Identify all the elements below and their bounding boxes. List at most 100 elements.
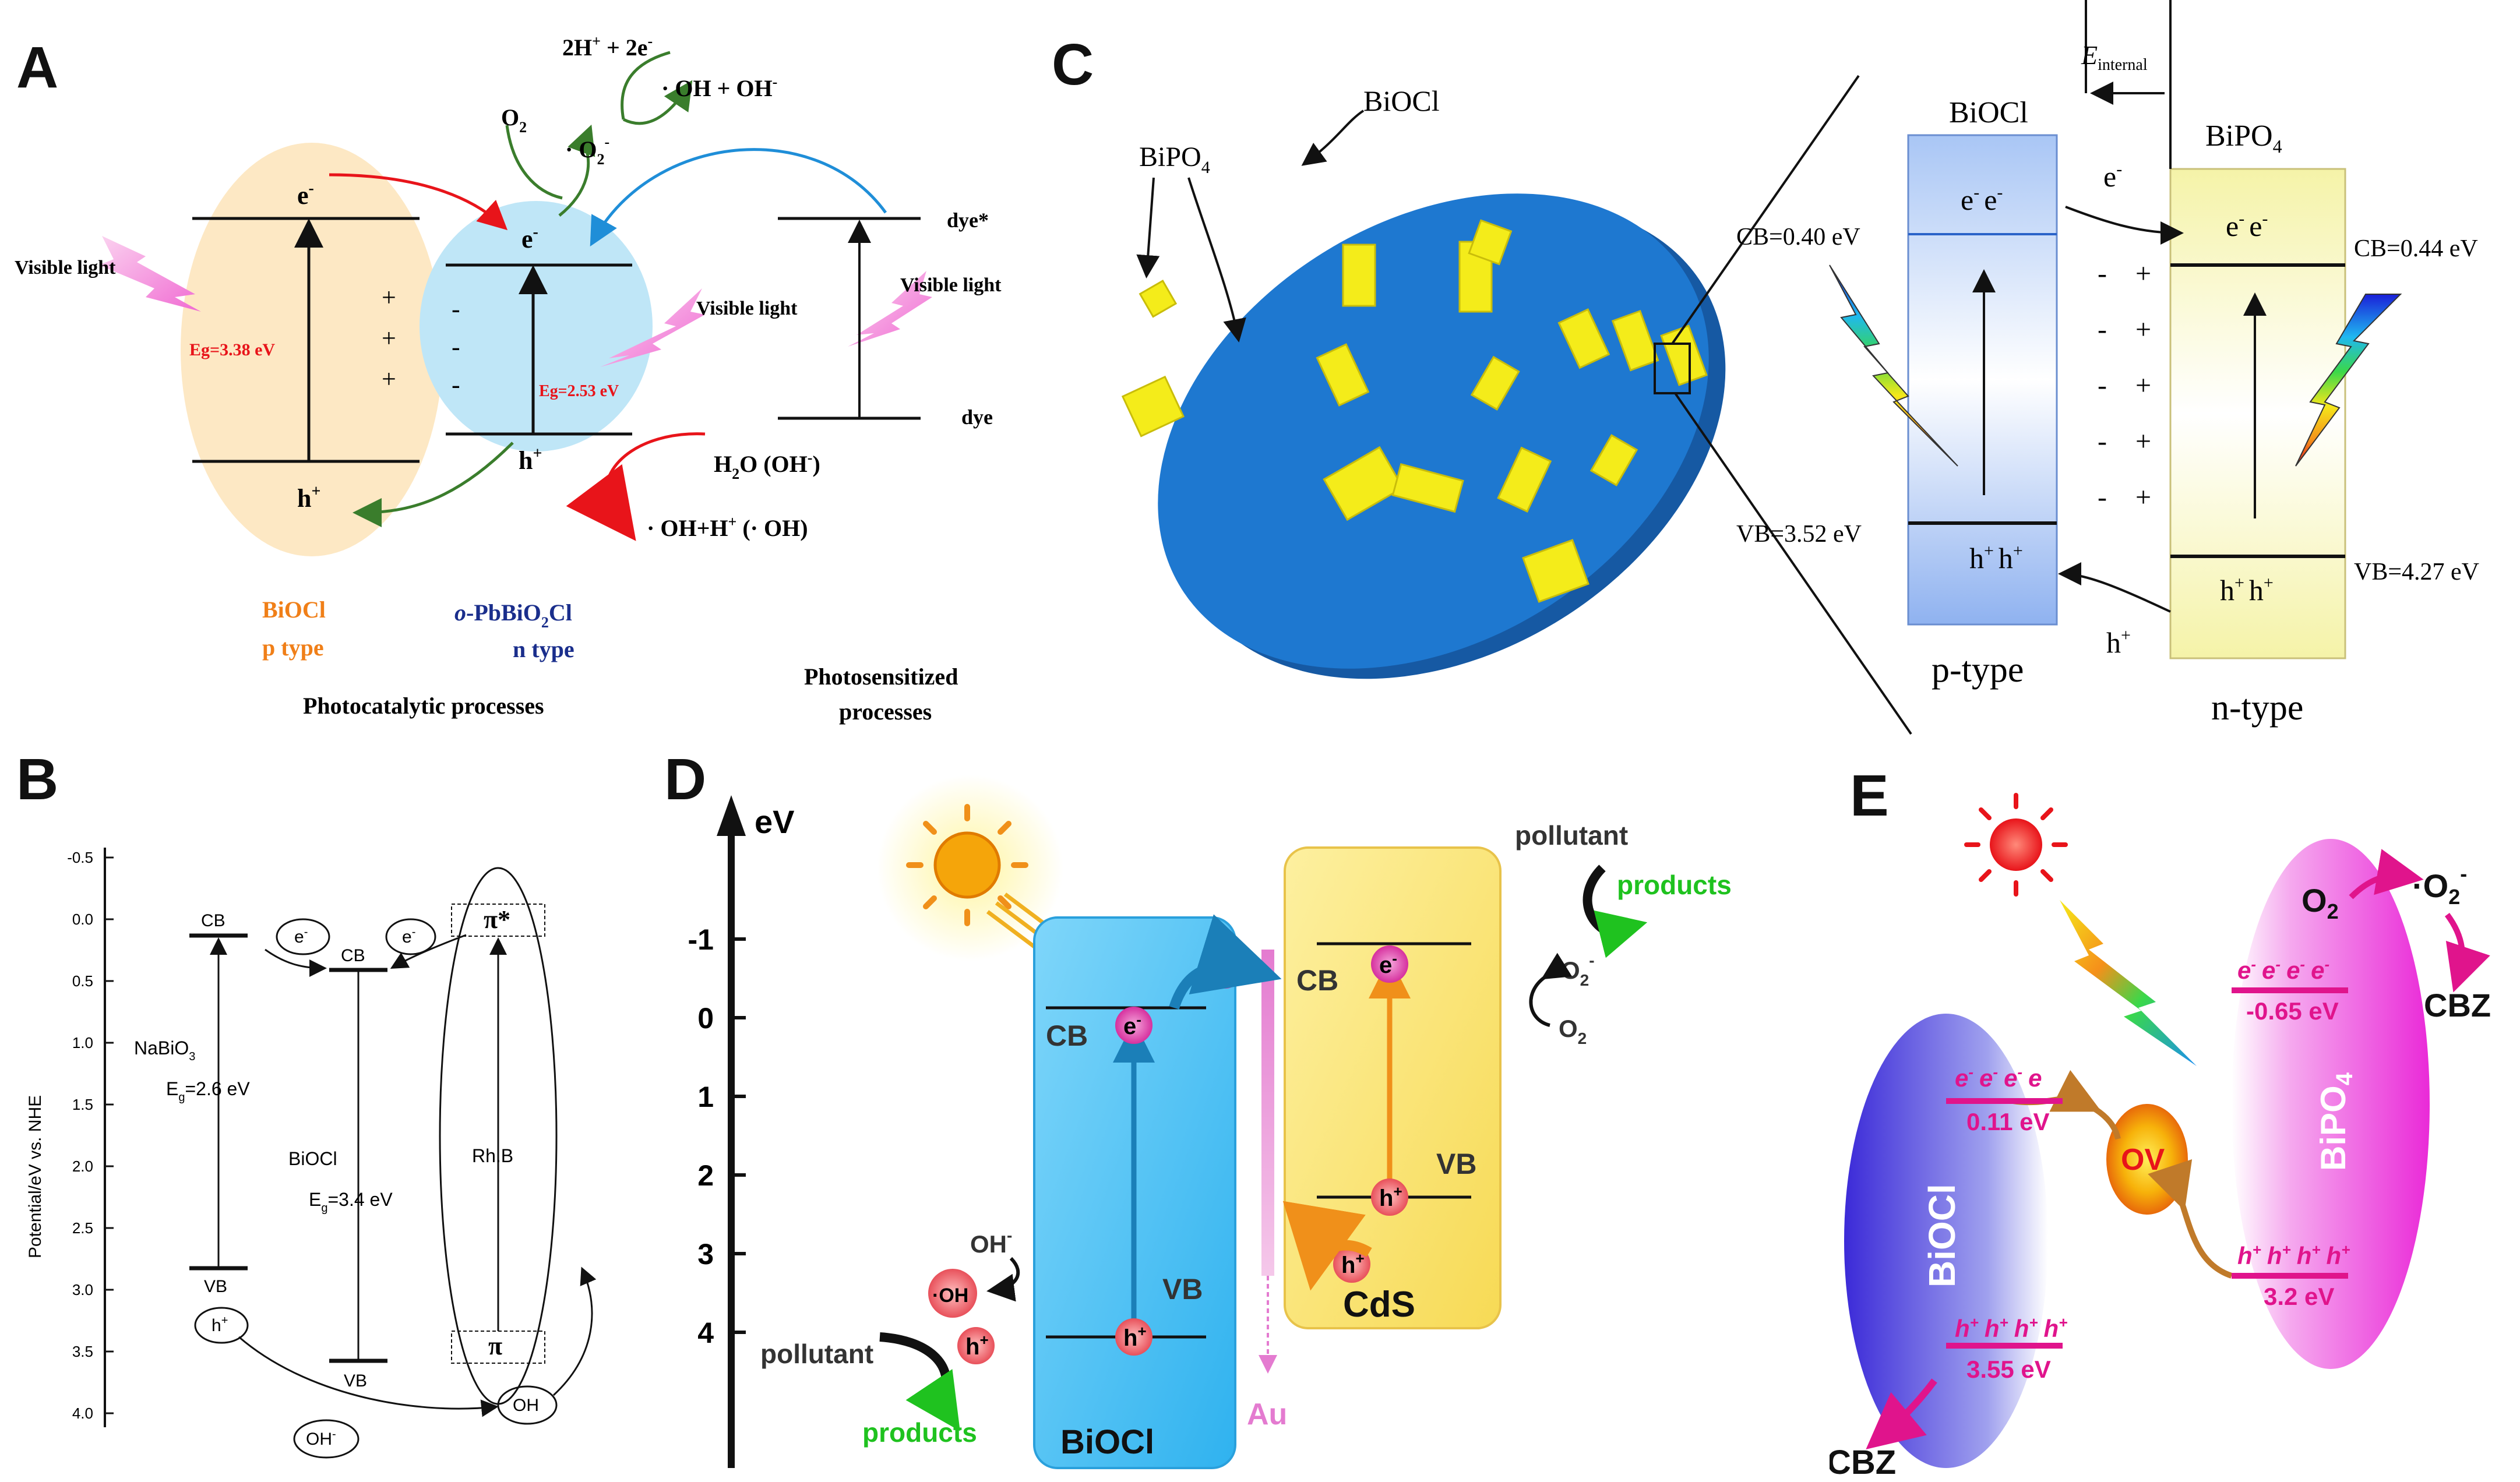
e-v-neg065: -0.65 eV [2246,997,2339,1025]
c-vb-left: VB=3.52 eV [1736,521,1862,548]
c-lightning-icon-right [2295,294,2402,467]
b-tick-label: 2.5 [72,1219,93,1237]
a-biocl-name: BiOCl [262,597,326,623]
d-pollutant-right: pollutant [1515,820,1628,851]
d-vb-biocl: VB [1162,1273,1203,1305]
b-cb-1: CB [201,911,225,930]
panel-e: E OV e-e-e-e 0.11 eV h+h+h+h+ 3.55 eV Bi… [1830,763,2491,1481]
e-h-row-bipo4: h+h+h+h+ [2237,1241,2350,1269]
d-cb-biocl: CB [1046,1019,1088,1052]
a-minus-1: - [452,295,460,323]
b-tick-label: 2.0 [72,1158,93,1175]
b-tick-label: 0.5 [72,972,93,990]
e-biocl-label: BiOCl [1921,1184,1963,1287]
a-dye: dye [961,405,993,429]
e-v-355: 3.55 eV [1966,1356,2051,1383]
c-minus: - [2098,370,2107,401]
c-e-internal: Einternal [2081,40,2148,74]
a-minus-2: - [452,333,460,361]
c-minus: - [2098,314,2107,345]
b-h-bubble [194,1307,249,1344]
d-biocl-label: BiOCl [1060,1423,1154,1461]
c-p-type: p-type [1932,650,2024,690]
a-h-pb: h+ [519,444,542,475]
d-tick-label: 0 [697,1002,714,1035]
a-minus-3: - [452,370,460,399]
d-h-4: h+ [965,1331,989,1360]
d-e-ball-1 [1115,1007,1152,1044]
e-e-row-bipo4: e-e-e-e- [2237,955,2329,984]
d-tick-label: 3 [697,1238,714,1271]
d-sun-icon [906,804,1053,948]
d-h-1: h+ [1123,1322,1147,1351]
a-o2: O2 [501,104,527,136]
b-nabio3: NaBiO3 [134,1038,195,1063]
c-e-transfer: e- [2103,160,2122,193]
a-plus-2: + [382,324,396,352]
b-ylabel: Potential/eV vs. NHE [26,1095,45,1258]
e-cbz-bottom: CBZ [1830,1444,1896,1481]
d-h-ball-4 [957,1327,995,1364]
c-vb-right: VB=4.27 eV [2354,559,2479,585]
a-pb-name: o-PbBiO2Cl [454,599,572,631]
c-bipo4-crystals [1121,219,1708,603]
panel-c: C BiPO4 BiOCl Einternal BiOCl [1052,0,2479,735]
b-h: h+ [212,1314,228,1335]
e-bipo4-ellipse [2232,839,2430,1369]
panel-a-label: A [16,35,58,100]
panel-d-label: D [664,751,706,812]
b-pi: π [488,1332,502,1360]
c-minus: - [2098,426,2107,457]
a-visible-light-2: Visible light [696,298,798,319]
d-e-3: e- [1379,950,1397,978]
b-rhb: Rh.B [472,1145,513,1166]
a-plus-1: + [382,283,396,312]
b-eg-na: Eg=2.6 eV [166,1078,250,1104]
b-pi-star: π* [484,905,510,934]
a-e-pb: e- [521,223,538,253]
a-h-biocl: h+ [297,482,320,513]
a-caption-left: Photocatalytic processes [303,693,544,719]
d-products-left: products [862,1417,977,1448]
e-cbz-top: CBZ [2424,987,2491,1024]
c-plus: + [2135,426,2151,457]
c-plus: + [2135,482,2151,513]
panel-b: B -0.50.00.51.01.52.02.53.03.54.0 Potent… [16,751,597,1459]
a-o2-radical: · O2- [565,133,609,168]
panel-a: A e- h+ Eg=3.38 eV + + + e- h+ Eg=2.53 e… [15,33,1002,725]
d-h-ball-2 [1371,1178,1408,1216]
d-pollutant-left: pollutant [760,1339,873,1369]
a-dye-star: dye* [947,209,989,232]
c-minus: - [2098,258,2107,289]
a-eg-pb: Eg=2.53 eV [539,382,619,400]
a-visible-light-3: Visible light [900,274,1002,296]
a-eg-biocl: Eg=3.38 eV [189,340,275,359]
b-biocl: BiOCl [288,1148,337,1169]
e-o2: O2 [2302,882,2339,923]
e-ov: OV [2121,1143,2165,1177]
c-minus: - [2098,482,2107,513]
e-v-011: 0.11 eV [1966,1108,2049,1135]
c-biocl-box [1907,134,2058,626]
e-biocl-ellipse [1844,1014,2048,1468]
b-tick-label: 0.0 [72,911,93,928]
c-e-pair-left: e-e- [1961,183,2003,216]
d-h-2: h+ [1379,1183,1402,1211]
d-cds-label: CdS [1343,1285,1415,1325]
b-e-bubble-2 [385,918,436,955]
c-h-transfer: h+ [2106,626,2131,659]
b-eg-bi: Eg=3.4 eV [309,1189,393,1215]
c-bipo4-box [2169,168,2346,659]
b-oh-minus: OH- [306,1428,336,1449]
b-e-2: e- [402,926,415,947]
e-h-row-biocl: h+h+h+h+ [1955,1314,2067,1342]
a-h2o: H2O (OH-) [714,449,820,482]
d-o2-radical: ·O2- [1553,951,1595,989]
a-lightning-icon-1 [99,236,201,312]
b-tick-label: 4.0 [72,1405,93,1422]
a-caption-right-2: processes [839,698,932,725]
b-oh-minus-bubble [293,1419,360,1459]
a-caption-right-1: Photosensitized [804,664,958,690]
panel-c-label: C [1052,32,1094,97]
b-tick-label: 1.5 [72,1096,93,1113]
